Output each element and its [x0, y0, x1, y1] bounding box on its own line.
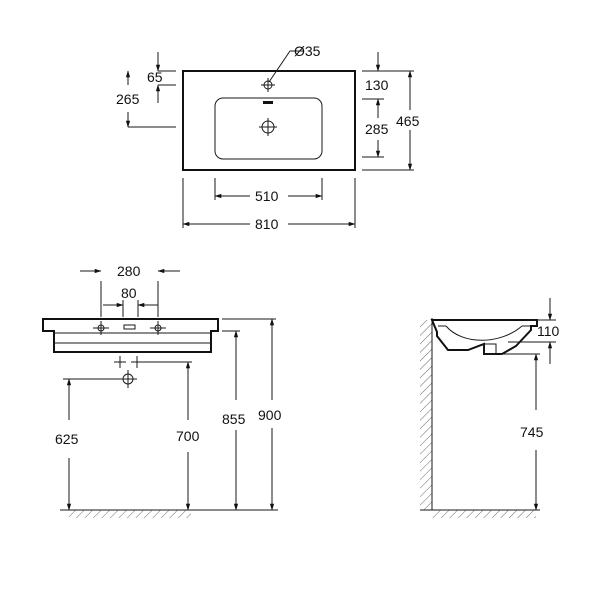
bowl-width-label: 510: [255, 188, 279, 204]
wall-hatch: [420, 320, 432, 510]
tap-spacing-outer-label: 280: [117, 263, 141, 279]
floor-hatch-front: [69, 510, 191, 518]
tap-hole-top: [261, 78, 275, 92]
waste-to-front-label: 285: [365, 121, 389, 137]
front-to-waste-label: 265: [116, 91, 140, 107]
side-view: 110 745: [420, 298, 560, 518]
waste-height-label: 625: [55, 431, 79, 447]
tap-hole-center-front: [123, 324, 136, 330]
outlet-height-label: 745: [520, 424, 544, 440]
bowl-inner-curve: [445, 325, 523, 341]
back-to-tap-label: 130: [365, 77, 389, 93]
edge-to-tap-label: 65: [147, 69, 163, 85]
tap-spacing-inner-label: 80: [121, 285, 137, 301]
supply-point-left: [114, 356, 126, 368]
total-depth-label: 465: [396, 113, 420, 129]
supply-height-label: 700: [176, 428, 200, 444]
tap-diameter-leader: [268, 50, 304, 83]
floor-hatch-side: [432, 510, 536, 518]
waste-point-front: [119, 370, 137, 388]
top-view: Ø35 65 265 130 285 465 510 810: [116, 43, 420, 232]
basin-outline-top: [182, 70, 356, 171]
basin-front-outline: [42, 318, 219, 353]
top-height-label: 900: [258, 407, 282, 423]
tap-hole-left-front: [93, 321, 109, 335]
total-width-label: 810: [255, 216, 279, 232]
side-waste-outlet: [483, 343, 497, 355]
supply-point-right: [131, 356, 143, 368]
underside-height-label: 855: [222, 411, 246, 427]
overflow-slot-top: [263, 101, 273, 104]
bowl-depth-label: 110: [537, 323, 560, 339]
bowl-outline-top: [214, 97, 323, 160]
waste-outlet-top: [259, 118, 277, 136]
tap-hole-right-front: [150, 321, 166, 335]
front-view: 280 80 625 700: [42, 263, 282, 518]
tap-hole-diameter-label: Ø35: [294, 43, 321, 59]
